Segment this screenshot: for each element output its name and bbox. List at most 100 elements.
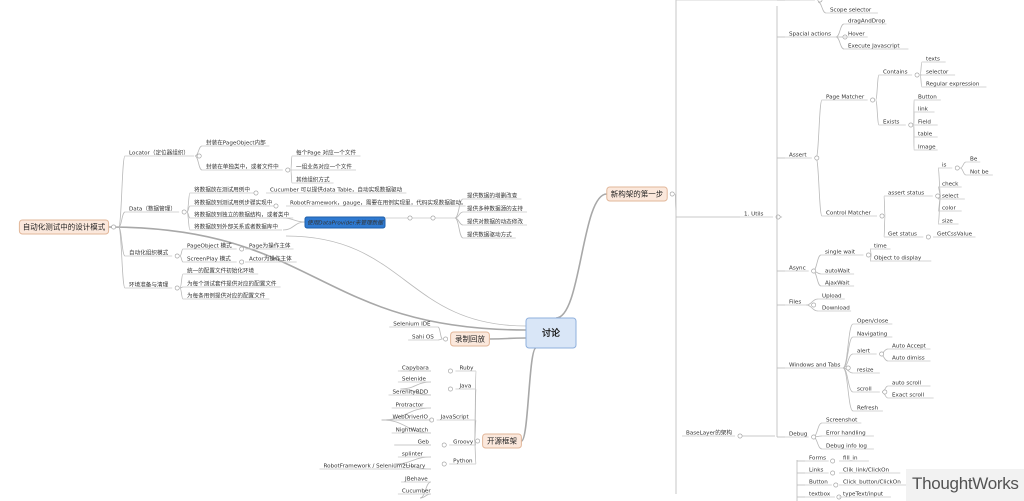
collapse-toggle[interactable] [882,389,888,395]
utils-debug[interactable]: Debug [789,431,808,437]
window-3[interactable]: resize [857,367,874,373]
window-1[interactable]: Navigating [857,331,888,337]
collapse-toggle[interactable] [443,336,448,342]
provider-point-0[interactable]: 提供数据的增删改查 [467,191,518,199]
collapse-toggle[interactable] [830,470,836,476]
status-3[interactable]: size [942,218,953,224]
locator-scope-selector[interactable]: Scope selector [830,7,872,13]
base-action-0[interactable]: fill_in [843,455,858,461]
topic-baselayer[interactable]: BaseLayer的架构 [686,428,732,436]
lang-3[interactable]: Groovy [453,439,474,445]
exists-4[interactable]: Image [918,144,936,150]
collapse-toggle[interactable] [879,351,885,357]
collapse-toggle[interactable] [253,190,259,196]
env-section[interactable]: 环境准备与清理 [129,280,169,288]
collapse-toggle[interactable] [814,155,820,161]
lang-4[interactable]: Python [453,458,473,464]
matcher-exists[interactable]: Exists [883,119,900,125]
base-1[interactable]: Links [809,467,823,473]
contains-0[interactable]: texts [926,56,940,62]
dataprovider-node[interactable] [304,216,386,229]
tool-0[interactable]: Capybara [402,365,429,371]
async-0[interactable]: autoWait [825,268,851,274]
exists-0[interactable]: Button [918,94,937,100]
topic-new-framework[interactable] [606,186,668,202]
lang-0[interactable]: Ruby [459,365,474,371]
provider-point-3[interactable]: 提供数据驱动方式 [467,230,512,238]
window-4[interactable]: scroll [857,386,872,392]
tool-4[interactable]: WebDriverIO [393,414,429,420]
utils-windows-tabs[interactable]: Windows and Tabs [789,362,841,368]
collapse-toggle[interactable] [817,0,823,3]
collapse-toggle[interactable] [669,191,675,197]
utils-async[interactable]: Async [789,265,806,271]
tool-2[interactable]: SerenityBDD [393,389,429,395]
collapse-toggle[interactable] [111,224,116,230]
central-topic[interactable] [525,317,577,349]
exists-1[interactable]: link [918,106,929,112]
base-0[interactable]: Forms [809,455,826,461]
lang-2[interactable]: JavaScript [440,414,470,420]
record-tool-1[interactable]: Sahi OS [412,334,434,340]
topic-record-playback[interactable] [450,331,490,347]
exists-3[interactable]: table [918,131,933,137]
single-wait-0[interactable]: time [874,243,887,249]
pattern-0[interactable]: PageObject 模式 [187,241,232,249]
debug-1[interactable]: Error handling [826,430,866,436]
base-action-2[interactable]: Click_button/ClickOn [843,479,901,485]
async-1[interactable]: AjaxWait [825,280,850,286]
utils-spacial-actions[interactable]: Spacial actions [789,31,831,37]
matcher-contains[interactable]: Contains [883,69,908,75]
collapse-toggle[interactable] [448,386,453,392]
pattern-note-0[interactable]: Page为操作主体 [249,241,291,249]
alert-1[interactable]: Auto dimiss [892,355,925,361]
scroll-0[interactable]: auto scroll [892,380,922,386]
data-option-3[interactable]: 将数据放到外部关系或者数据库中 [194,222,278,230]
lang-1[interactable]: Java [458,383,471,389]
window-0[interactable]: Open/close [857,318,889,324]
locator-section[interactable]: Locator（定位器组织） [129,148,189,156]
contains-1[interactable]: selector [926,69,949,75]
pattern-section[interactable]: 自动化组织模式 [129,248,169,256]
collapse-toggle[interactable] [239,259,245,265]
collapse-toggle[interactable] [845,365,851,371]
debug-0[interactable]: Screenshot [826,417,858,423]
base-3[interactable]: textbox [809,491,831,497]
is-0[interactable]: Be [970,156,978,162]
note-cucumber[interactable]: Cucumber 可以提供data Table，自动实现数据驱动 [270,185,403,193]
window-5[interactable]: Refresh [857,405,879,411]
collapse-toggle[interactable] [811,434,817,440]
is-1[interactable]: Not be [970,169,989,175]
collapse-toggle[interactable] [925,234,931,240]
async-single-wait[interactable]: single wait [825,249,856,255]
tool-1[interactable]: Selenide [402,376,427,382]
topic-open-source[interactable] [482,433,522,449]
get-status[interactable]: Get status [888,231,917,237]
scroll-1[interactable]: Exact scroll [892,392,924,398]
collapse-toggle[interactable] [407,215,413,221]
collapse-toggle[interactable] [830,458,836,464]
spacial-1[interactable]: Hover [848,31,865,37]
record-tool-0[interactable]: Selenium IDE [393,321,431,327]
window-2[interactable]: alert [857,348,871,354]
base-action-1[interactable]: Clik_link/ClickOn [843,467,890,473]
data-option-2[interactable]: 将数据放到独立的数据结构，或者类中 [194,210,290,218]
data-option-1[interactable]: 将数据放到测试用例步骤实现中 [194,198,273,206]
collapse-toggle[interactable] [239,246,245,252]
single-wait-1[interactable]: Object to display [874,255,922,261]
collapse-toggle[interactable] [954,165,960,171]
tool-10[interactable]: Cucumber [402,488,432,494]
collapse-toggle[interactable] [908,122,914,128]
files-1[interactable]: Download [822,305,850,311]
status-is[interactable]: is [942,162,947,168]
collapse-toggle[interactable] [196,153,202,159]
tool-6[interactable]: Geb [418,439,430,445]
collapse-toggle[interactable] [441,442,447,448]
locator-org-2[interactable]: 其他组织方式 [296,175,330,183]
collapse-toggle[interactable] [174,253,180,259]
base-action-3[interactable]: typeText/input [843,491,884,497]
collapse-toggle[interactable] [448,368,453,374]
get-css-value[interactable]: GetCssValue [937,231,973,237]
collapse-toggle[interactable] [181,209,187,215]
contains-2[interactable]: Regular expression [926,81,980,87]
